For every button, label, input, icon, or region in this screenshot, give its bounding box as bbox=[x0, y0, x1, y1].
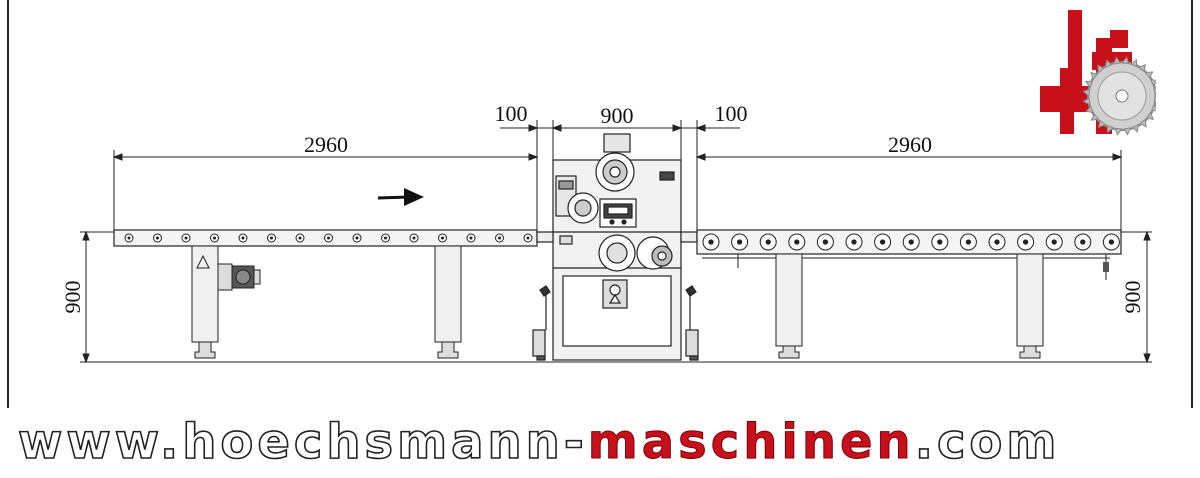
roller-axle bbox=[994, 239, 1000, 245]
saw-tooth bbox=[1149, 78, 1156, 87]
saw-tooth bbox=[1153, 86, 1156, 95]
left-leg-1 bbox=[191, 245, 219, 343]
left-length-label: 2960 bbox=[304, 132, 348, 157]
saw-tooth bbox=[1137, 63, 1147, 73]
right-rollers bbox=[702, 233, 1120, 251]
roller-axle bbox=[213, 236, 216, 240]
roller-axle bbox=[879, 239, 886, 245]
url-brand: maschinen bbox=[587, 414, 915, 471]
roller-axle bbox=[441, 236, 444, 240]
left-leg-2 bbox=[434, 245, 462, 343]
roller-axle bbox=[469, 236, 473, 240]
company-logo-icon bbox=[1040, 10, 1156, 136]
roller-axle bbox=[794, 239, 800, 245]
saw-tooth bbox=[1150, 103, 1156, 112]
roller-axle bbox=[908, 239, 914, 245]
roller-axle bbox=[1022, 239, 1029, 245]
roller-axle bbox=[327, 236, 330, 240]
right-gap-label: 100 bbox=[715, 101, 748, 126]
roller-axle bbox=[298, 236, 302, 240]
right-height-label: 900 bbox=[1120, 281, 1145, 314]
right-leg-2 bbox=[1016, 253, 1044, 347]
right-roller-conveyor bbox=[696, 229, 1122, 359]
saw-tooth bbox=[1090, 113, 1100, 121]
roller-axle bbox=[156, 236, 159, 240]
saw-tooth bbox=[1097, 119, 1107, 129]
roller-axle bbox=[355, 236, 359, 240]
saw-tooth bbox=[1085, 105, 1095, 114]
roller-axle bbox=[127, 236, 131, 240]
roller-axle bbox=[822, 239, 829, 245]
dimension-lines bbox=[80, 120, 1152, 364]
url-suffix: .com bbox=[914, 413, 1061, 471]
saw-tooth bbox=[1082, 88, 1091, 97]
saw-tooth bbox=[1121, 56, 1130, 65]
left-roller-conveyor bbox=[113, 229, 538, 359]
saw-tooth bbox=[1129, 58, 1138, 68]
drawing-frame bbox=[7, 0, 1193, 408]
left-height-label: 900 bbox=[60, 281, 85, 314]
roller-axle bbox=[765, 239, 771, 245]
roller-axle bbox=[412, 236, 416, 240]
saw-blade-icon bbox=[1082, 56, 1156, 136]
drive-motor bbox=[217, 263, 261, 291]
saw-tooth bbox=[1114, 127, 1123, 136]
saw-tooth bbox=[1145, 111, 1155, 121]
feed-direction-arrow-icon bbox=[377, 188, 424, 206]
roller-axle bbox=[526, 236, 530, 240]
roller-axle bbox=[498, 236, 501, 240]
saw-tooth bbox=[1131, 123, 1140, 133]
machine-body bbox=[532, 133, 699, 361]
saw-tooth bbox=[1082, 97, 1091, 106]
roller-axle bbox=[184, 236, 188, 240]
roller-axle bbox=[736, 239, 743, 245]
roller-axle bbox=[1080, 239, 1086, 245]
roller-axle bbox=[937, 239, 943, 245]
roller-axle bbox=[1051, 239, 1057, 245]
roller-axle bbox=[708, 239, 714, 245]
saw-tooth bbox=[1106, 124, 1115, 134]
saw-tooth bbox=[1123, 127, 1132, 136]
website-url[interactable]: www.hoechsmann-maschinen.com bbox=[17, 406, 1061, 478]
left-rollers bbox=[124, 233, 533, 243]
saw-tooth bbox=[1139, 118, 1147, 128]
roller-axle bbox=[241, 236, 245, 240]
url-prefix: www.hoechsmann- bbox=[17, 413, 588, 471]
saw-tooth bbox=[1104, 59, 1113, 69]
saw-tooth bbox=[1112, 56, 1121, 65]
saw-tooth bbox=[1153, 95, 1156, 104]
technical-drawing: 2960 2960 900 100 100 900 900 bbox=[60, 101, 1152, 364]
roller-axle bbox=[851, 239, 857, 245]
left-gap-label: 100 bbox=[495, 101, 528, 126]
machine-width-label: 900 bbox=[601, 103, 634, 128]
saw-tooth bbox=[1144, 71, 1154, 79]
roller-axle bbox=[270, 236, 273, 240]
roller-axle bbox=[1108, 239, 1115, 245]
saw-tooth bbox=[1097, 64, 1105, 74]
right-leg-1 bbox=[775, 253, 803, 347]
roller-axle bbox=[384, 236, 387, 240]
saw-tooth bbox=[1089, 71, 1099, 81]
right-length-label: 2960 bbox=[888, 132, 932, 157]
roller-axle bbox=[965, 239, 972, 245]
saw-tooth bbox=[1084, 80, 1094, 89]
